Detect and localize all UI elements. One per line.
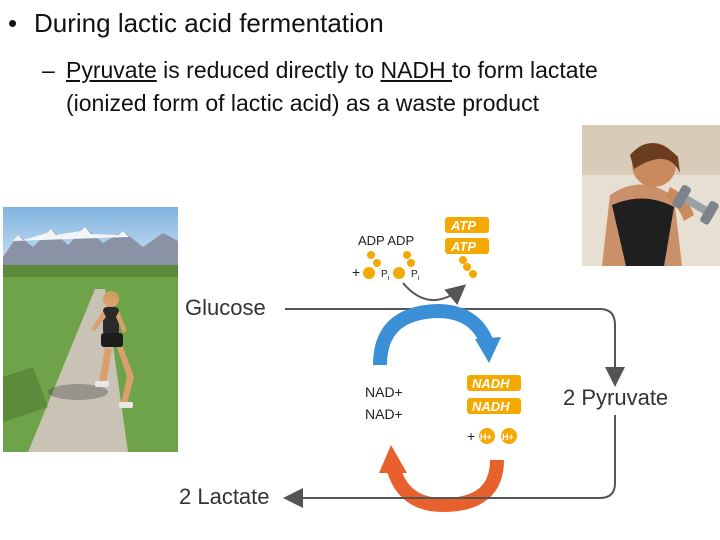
- orange-cycle-arrow: [386, 459, 504, 513]
- svg-text:NADH: NADH: [472, 376, 510, 391]
- sub-bullet-end: to form lactate (ionized form of lactic …: [66, 57, 598, 116]
- sub-bullet-text: Pyruvate is reduced directly to NADH to …: [66, 54, 602, 120]
- pyruvate-to-lactate-line: [283, 415, 616, 508]
- svg-text:H+: H+: [480, 432, 492, 442]
- adp-phosphate-dots: [363, 251, 415, 279]
- pyruvate-label: 2 Pyruvate: [563, 385, 668, 410]
- pi-label-1: Pi: [381, 269, 390, 282]
- pi-label-2: Pi: [411, 269, 420, 282]
- nad-plus-1: NAD+: [365, 384, 403, 400]
- blue-cycle-arrow: [373, 303, 494, 366]
- nad-plus-2: NAD+: [365, 406, 403, 422]
- nadh-term: NADH: [380, 57, 453, 83]
- lactic-fermentation-diagram: ADP ADP + Pi Pi ATP ATP Glucose: [175, 205, 685, 520]
- h-plus-circle-1: H+: [479, 428, 495, 444]
- atp-badge-1: ATP: [445, 217, 489, 233]
- svg-text:NADH: NADH: [472, 399, 510, 414]
- svg-text:H+: H+: [502, 432, 514, 442]
- plus-sign-2: +: [467, 428, 475, 444]
- atp-badge-2: ATP: [445, 238, 489, 254]
- h-plus-circle-2: H+: [501, 428, 517, 444]
- svg-text:ATP: ATP: [450, 239, 476, 254]
- runner-photo: [3, 207, 178, 452]
- adp-to-atp-arrow: [402, 282, 467, 305]
- lactate-label: 2 Lactate: [179, 484, 270, 509]
- nadh-badge-1: NADH: [467, 375, 521, 391]
- weightlifter-photo: [582, 125, 720, 266]
- sub-bullet-middle: is reduced directly to: [156, 57, 381, 83]
- pyruvate-term: Pyruvate: [66, 57, 157, 83]
- sub-bullet-dash: –: [42, 57, 55, 83]
- plus-sign-1: +: [352, 264, 360, 280]
- glucose-label: Glucose: [185, 295, 266, 320]
- svg-text:ATP: ATP: [450, 218, 476, 233]
- bullet-dot: •: [8, 8, 18, 38]
- glucose-to-pyruvate-line: [285, 308, 625, 387]
- main-bullet-text: During lactic acid fermentation: [34, 8, 384, 38]
- nadh-badge-2: NADH: [467, 398, 521, 414]
- main-bullet: • During lactic acid fermentation: [8, 8, 384, 39]
- atp-tail-dots: [459, 256, 477, 278]
- sub-bullet: – Pyruvate is reduced directly to NADH t…: [42, 54, 602, 120]
- adp-label: ADP ADP: [358, 233, 414, 248]
